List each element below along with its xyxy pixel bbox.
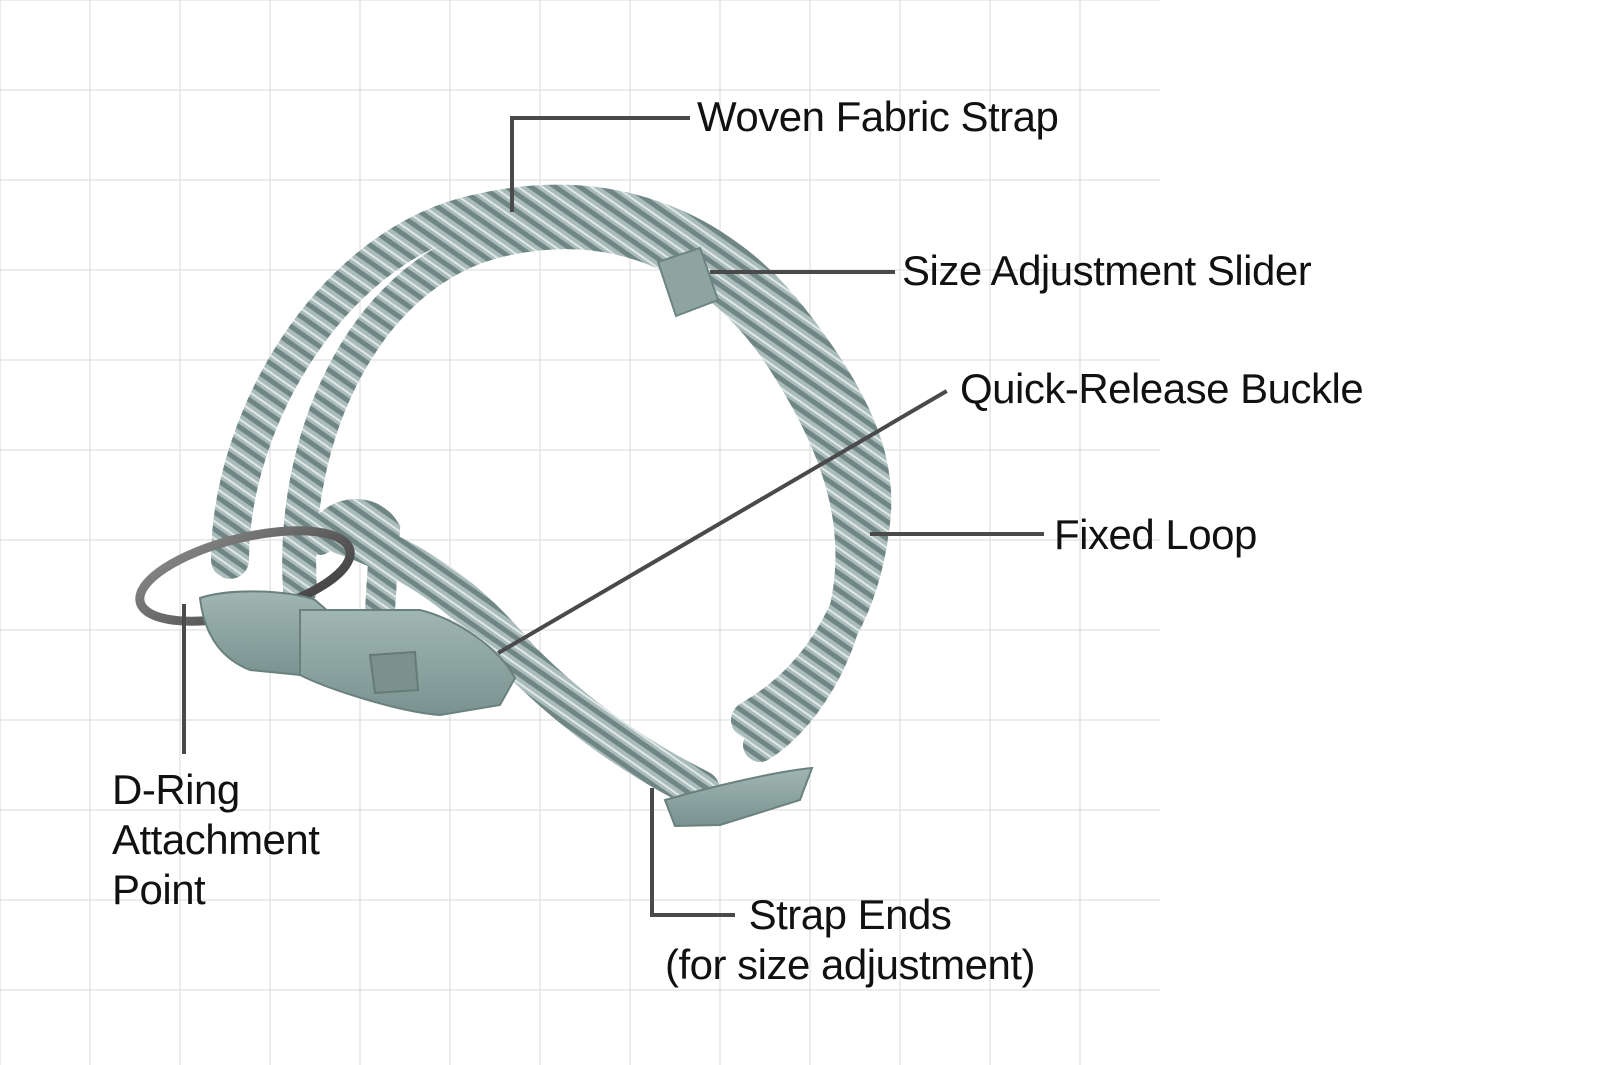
label-size-adjustment-slider: Size Adjustment Slider [902, 246, 1312, 296]
label-woven-fabric-strap: Woven Fabric Strap [697, 92, 1059, 142]
label-text: Fixed Loop [1054, 511, 1257, 558]
label-text: Size Adjustment Slider [902, 247, 1312, 294]
woven-fabric-strap-front [310, 510, 720, 810]
label-fixed-loop: Fixed Loop [1054, 510, 1257, 560]
label-line: Strap Ends [748, 891, 952, 938]
label-text: Quick-Release Buckle [960, 365, 1364, 412]
label-line: D-Ring [112, 766, 240, 813]
label-quick-release-buckle: Quick-Release Buckle [960, 364, 1364, 414]
background-grid [0, 0, 1160, 1065]
label-d-ring-attachment-point: D-Ring Attachment Point [112, 765, 320, 915]
leader-woven-fabric-strap [510, 116, 690, 212]
strap-end-keeper [663, 766, 814, 828]
leader-lines [182, 116, 1044, 917]
label-line: Point [112, 866, 206, 913]
size-adjustment-slider [656, 246, 720, 318]
label-text: Woven Fabric Strap [697, 93, 1059, 140]
label-strap-ends: Strap Ends (for size adjustment) [640, 890, 1060, 990]
woven-fabric-strap-inner [282, 215, 870, 762]
quick-release-buckle [198, 590, 517, 717]
label-line: Attachment [112, 816, 320, 863]
leader-quick-release-buckle [497, 389, 948, 655]
leader-strap-ends [650, 788, 735, 917]
collar-illustration [135, 184, 892, 828]
label-line: (for size adjustment) [665, 941, 1035, 988]
